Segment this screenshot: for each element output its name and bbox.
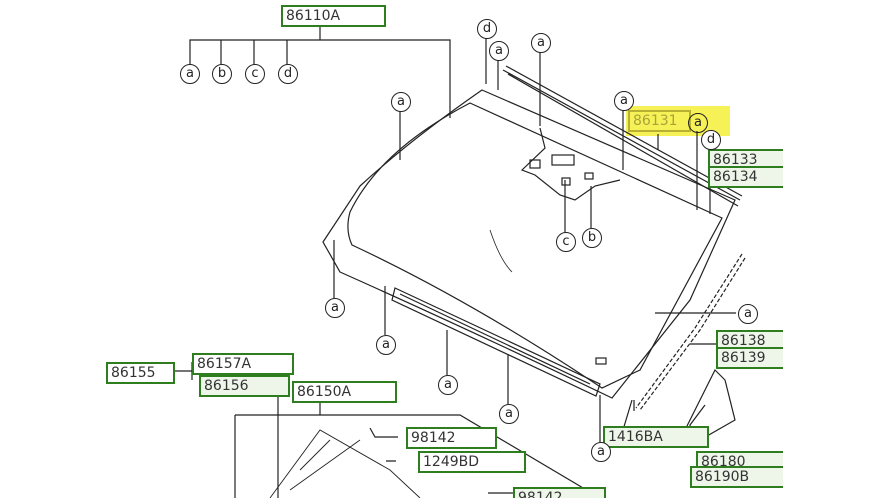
part-label-86155[interactable]: 86155 [106, 362, 175, 384]
callout-a[interactable]: a [489, 41, 509, 61]
part-label-86190B[interactable]: 86190B [690, 466, 783, 488]
part-label-86139[interactable]: 86139 [716, 347, 783, 369]
part-label-86134[interactable]: 86134 [708, 166, 783, 188]
callout-d[interactable]: d [701, 130, 721, 150]
part-label-98142-lower[interactable]: 98142 [513, 487, 606, 498]
part-label-98142[interactable]: 98142 [406, 427, 497, 449]
callout-a[interactable]: a [180, 64, 200, 84]
part-label-86150A[interactable]: 86150A [292, 381, 397, 403]
callout-b[interactable]: b [582, 228, 602, 248]
part-label-86110A[interactable]: 86110A [281, 5, 386, 27]
callout-a[interactable]: a [325, 298, 345, 318]
callout-a[interactable]: a [391, 92, 411, 112]
callout-a[interactable]: a [438, 375, 458, 395]
callout-d[interactable]: d [278, 64, 298, 84]
part-label-86131[interactable]: 86131 [628, 110, 691, 132]
callout-a[interactable]: a [499, 404, 519, 424]
callout-a[interactable]: a [591, 442, 611, 462]
callout-b[interactable]: b [212, 64, 232, 84]
callout-c[interactable]: c [245, 64, 265, 84]
callout-a[interactable]: a [688, 113, 708, 133]
callout-a[interactable]: a [614, 91, 634, 111]
part-label-1416BA[interactable]: 1416BA [603, 426, 709, 448]
part-label-86156[interactable]: 86156 [199, 375, 290, 397]
part-label-1249BD[interactable]: 1249BD [418, 451, 526, 473]
callout-a[interactable]: a [738, 304, 758, 324]
callout-c[interactable]: c [556, 232, 576, 252]
callout-a[interactable]: a [376, 335, 396, 355]
callout-d[interactable]: d [477, 19, 497, 39]
part-label-86138[interactable]: 86138 [716, 330, 783, 352]
callout-a[interactable]: a [531, 33, 551, 53]
part-label-86157A[interactable]: 86157A [192, 353, 294, 375]
